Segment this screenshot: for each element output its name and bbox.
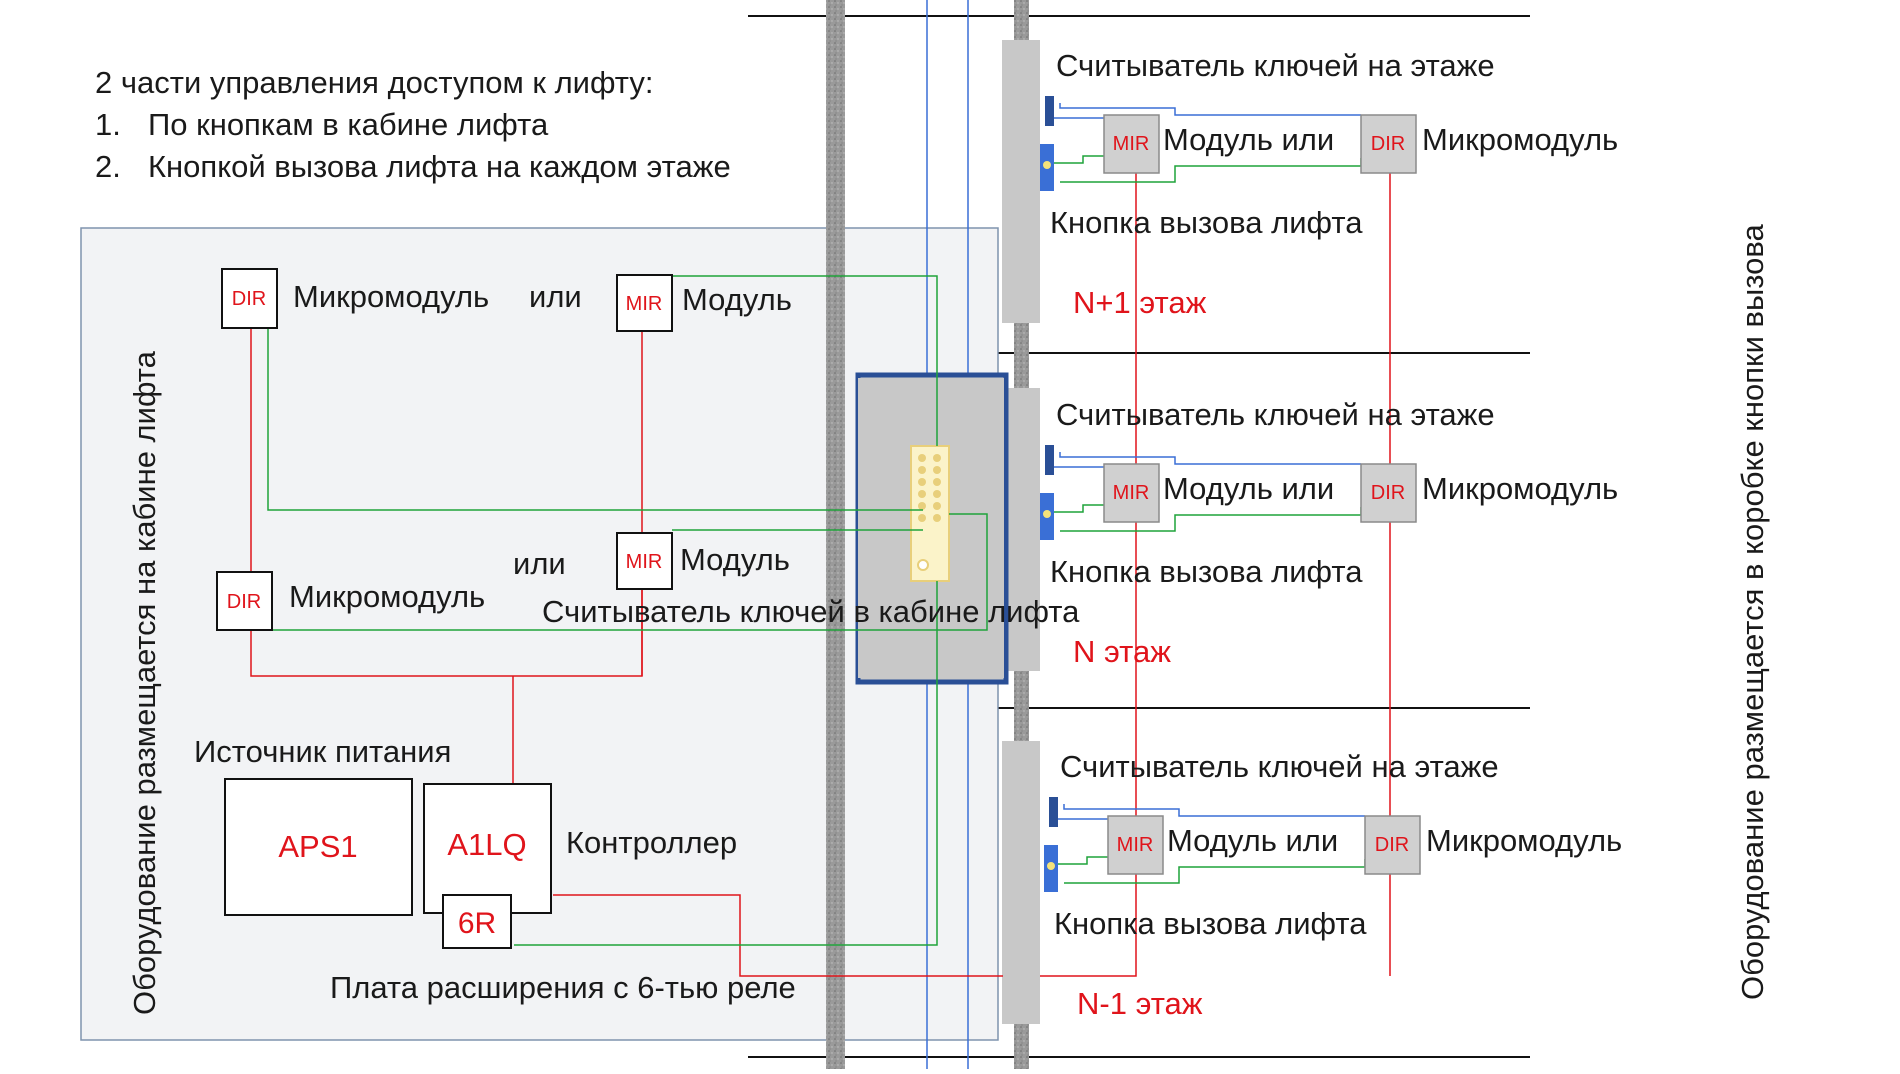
module-or-label: Модуль или: [1167, 823, 1338, 858]
floor-reader-device: [1045, 96, 1054, 126]
floor-mir-box: [1107, 815, 1164, 875]
floor-mir-box: [1103, 463, 1160, 523]
power-supply-box: APS1: [224, 778, 413, 916]
floor-reader-device: [1045, 445, 1054, 475]
floor-dir-box: [1364, 815, 1421, 875]
module-or-label: Модуль или: [1163, 471, 1334, 506]
cabin-mir-top: MIR: [616, 274, 673, 332]
floor-number-label: N-1 этаж: [1077, 986, 1203, 1021]
floor-reader-label: Считыватель ключей на этаже: [1056, 48, 1495, 83]
intro-item-1-num: 1.: [95, 107, 121, 142]
svg-text:DIR: DIR: [1371, 482, 1405, 504]
call-button-label: Кнопка вызова лифта: [1050, 205, 1363, 240]
controller-box: A1LQ: [423, 783, 552, 914]
module-label: Модуль: [682, 282, 792, 317]
intro-item-2: Кнопкой вызова лифта на каждом этаже: [148, 149, 731, 184]
controller-label: Контроллер: [566, 825, 737, 860]
floor-reader-label: Считыватель ключей на этаже: [1060, 749, 1499, 784]
svg-text:A1LQ: A1LQ: [447, 827, 526, 862]
call-button-label: Кнопка вызова лифта: [1050, 554, 1363, 589]
svg-text:DIR: DIR: [227, 591, 261, 613]
svg-text:DIR: DIR: [1371, 133, 1405, 155]
cabin-button-panel: [910, 445, 950, 582]
svg-text:DIR: DIR: [1375, 834, 1409, 856]
floor-data-wire: [1055, 856, 1108, 871]
svg-text:MIR: MIR: [626, 293, 663, 315]
shaft-wall-left: [826, 0, 845, 1069]
micromodule-label: Микромодуль: [1426, 823, 1622, 858]
dir-box-label: DIR: [232, 288, 266, 310]
module-or-label: Модуль или: [1163, 122, 1334, 157]
floor-data-wire: [1051, 155, 1104, 170]
floor-side-vertical-label: Оборудование размещается в коробке кнопк…: [1735, 224, 1770, 1000]
cabin-reader-label: Считыватель ключей в кабине лифта: [542, 594, 1080, 629]
intro-item-2-num: 2.: [95, 149, 121, 184]
micromodule-label: Микромодуль: [293, 279, 489, 314]
door-panels: [1002, 40, 1040, 1024]
svg-text:MIR: MIR: [1113, 133, 1150, 155]
relay-board-box: 6R: [442, 894, 512, 949]
floor-reader-device: [1049, 797, 1058, 827]
power-supply-label: Источник питания: [194, 734, 451, 769]
floor-dir-box: [1360, 114, 1417, 174]
svg-text:MIR: MIR: [626, 551, 663, 573]
cabin-dir-top: DIR: [221, 268, 278, 329]
svg-text:MIR: MIR: [1113, 482, 1150, 504]
floor-reader-label: Считыватель ключей на этаже: [1056, 397, 1495, 432]
cabin-data-wires: [267, 275, 988, 946]
cabin-dir-mid: DIR: [216, 571, 273, 631]
floor-dir-box: [1360, 463, 1417, 523]
relay-board-label: Плата расширения с 6-тью реле: [330, 970, 796, 1005]
or-label: или: [529, 279, 582, 314]
floor-data-wire: [1051, 504, 1104, 519]
module-label-mid: Модуль: [680, 542, 790, 577]
cabin-side-vertical-label: Оборудование размещается на кабине лифта: [127, 350, 162, 1015]
micromodule-label: Микромодуль: [1422, 122, 1618, 157]
cabin-power-wires: [250, 328, 1003, 977]
cabin-mir-mid: MIR: [616, 532, 673, 590]
floor-number-label: N этаж: [1073, 634, 1171, 669]
micromodule-label: Микромодуль: [1422, 471, 1618, 506]
floor-number-label: N+1 этаж: [1073, 285, 1207, 320]
intro-title: 2 части управления доступом к лифту:: [95, 65, 653, 100]
intro-item-1: По кнопкам в кабине лифта: [148, 107, 549, 142]
svg-text:6R: 6R: [458, 907, 496, 940]
svg-text:APS1: APS1: [278, 829, 357, 864]
micromodule-label-mid: Микромодуль: [289, 579, 485, 614]
floor-mir-box: [1103, 114, 1160, 174]
or-label-mid: или: [513, 546, 566, 581]
svg-text:MIR: MIR: [1117, 834, 1154, 856]
call-button-label: Кнопка вызова лифта: [1054, 906, 1367, 941]
